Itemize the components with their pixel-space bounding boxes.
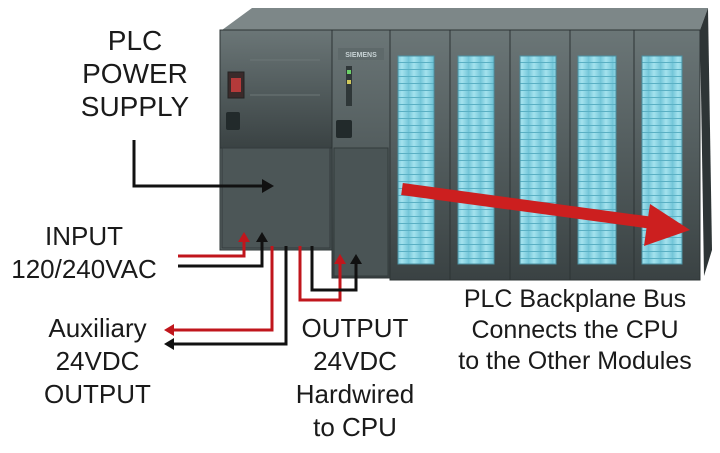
power-supply-label: PLC POWER SUPPLY [50,24,220,123]
power-supply-label-line1: PLC [107,25,163,56]
aux-output-wires [164,246,288,350]
cpu-output-wires [298,246,362,302]
io-module-5 [633,29,701,281]
backplane-bus-arrow [401,183,690,246]
power-supply-pointer [132,140,274,193]
cpu-output-label-line2: 24VDC [313,346,397,376]
power-supply-label-line3: SUPPLY [80,91,190,122]
io-module-2 [449,29,511,281]
aux-output-label-line3: OUTPUT [44,379,151,409]
io-module-4 [569,29,635,281]
io-module-3 [509,29,571,281]
aux-output-label-line2: 24VDC [55,346,140,376]
power-supply-label-line2: POWER [82,58,188,89]
input-wires [178,232,268,268]
cpu-output-label-line4: to CPU [313,412,397,442]
backplane-label-line1: PLC Backplane Bus [463,285,687,313]
backplane-label-line2: Connects the CPU [471,316,679,344]
brand-logo: SIEMENS [345,52,377,59]
power-supply-module [219,29,333,251]
cpu-module: SIEMENS [331,29,391,279]
rack-top-edge [222,8,708,30]
backplane-label: PLC Backplane Bus Connects the CPU to th… [430,284,720,377]
plc-rack: SIEMENS [219,8,712,281]
io-module-1 [389,29,451,281]
backplane-label-line3: to the Other Modules [458,347,692,375]
cpu-output-label-line1: OUTPUT [301,313,409,343]
aux-output-label: Auxiliary 24VDC OUTPUT [30,312,165,411]
input-label: INPUT 120/240VAC [0,220,168,286]
input-label-line2: 120/240VAC [11,254,157,284]
cpu-output-label-line3: Hardwired [295,379,415,409]
aux-output-label-line1: Auxiliary [48,313,147,343]
input-label-line1: INPUT [45,221,123,251]
rack-right-side [700,8,712,276]
cpu-output-label: OUTPUT 24VDC Hardwired to CPU [280,312,430,444]
